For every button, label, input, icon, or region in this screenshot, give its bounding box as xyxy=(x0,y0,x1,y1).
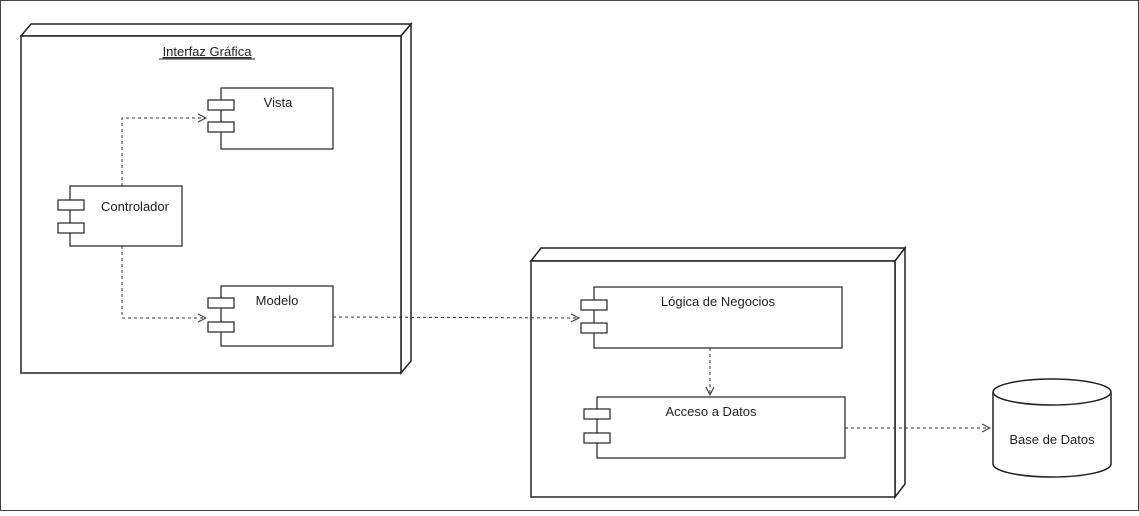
component-logica-negocios[interactable]: Lógica de Negocios xyxy=(580,286,843,349)
component-port-icon xyxy=(207,99,235,111)
component-port-icon xyxy=(580,299,608,311)
node-interfaz-label: Interfaz Gráfica xyxy=(163,44,253,59)
database-label: Base de Datos xyxy=(1009,432,1095,447)
component-modelo-label: Modelo xyxy=(256,293,299,308)
component-controlador[interactable]: Controlador xyxy=(57,185,183,247)
component-port-icon xyxy=(207,321,235,333)
component-port-icon xyxy=(207,297,235,309)
component-logica-label: Lógica de Negocios xyxy=(661,294,776,309)
component-port-icon xyxy=(583,408,611,420)
edge-modelo-logica xyxy=(332,317,579,318)
component-port-icon xyxy=(207,121,235,133)
component-port-icon xyxy=(583,432,611,444)
component-port-icon xyxy=(57,222,85,234)
component-controlador-label: Controlador xyxy=(101,199,170,214)
component-acceso-datos[interactable]: Acceso a Datos xyxy=(583,396,846,459)
edge-controlador-vista xyxy=(121,118,206,186)
component-port-icon xyxy=(57,199,85,211)
component-vista[interactable]: Vista xyxy=(207,87,334,150)
node-interfaz-grafica[interactable]: Interfaz Gráfica xyxy=(19,21,413,376)
database-base-de-datos[interactable]: Base de Datos xyxy=(992,378,1112,478)
node-servidor[interactable] xyxy=(529,245,907,500)
edge-controlador-modelo xyxy=(121,246,206,318)
component-port-icon xyxy=(580,322,608,334)
component-vista-label: Vista xyxy=(264,95,293,110)
component-modelo[interactable]: Modelo xyxy=(207,285,334,347)
component-acceso-label: Acceso a Datos xyxy=(665,404,757,419)
